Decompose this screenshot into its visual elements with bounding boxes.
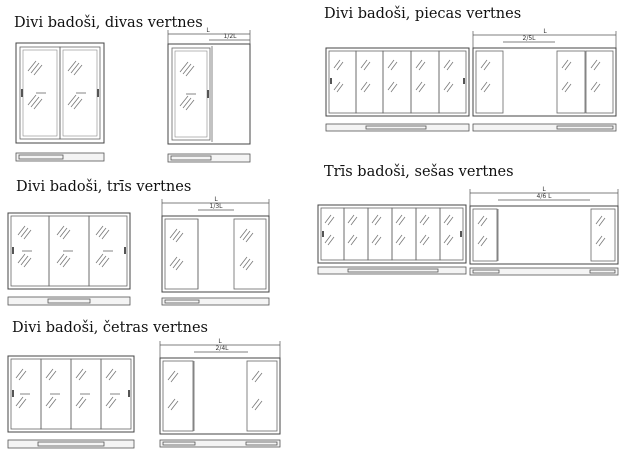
dim-part-three-sash: 1/3L [210, 203, 224, 210]
diagram-five-sash-open: L 2/5L [472, 28, 617, 132]
diagram-two-sash-closed [15, 42, 105, 162]
diagram-three-sash-closed [7, 212, 131, 306]
dim-total-two-sash: L [206, 27, 210, 34]
section-title-five-sash: Divi badoši, piecas vertnes [324, 6, 522, 22]
section-title-two-sash: Divi badoši, divas vertnes [14, 15, 203, 31]
dim-total-five-sash: L [543, 28, 547, 35]
diagram-four-sash-closed [7, 355, 135, 449]
diagram-four-sash-open: L 2/4L [159, 338, 281, 448]
diagram-three-sash-open: L 1/3L [161, 196, 270, 306]
section-title-four-sash: Divi badoši, četras vertnes [12, 320, 208, 336]
diagram-two-sash-open: L 1/2L [167, 27, 251, 163]
section-title-three-sash: Divi badoši, trīs vertnes [16, 179, 192, 195]
dim-total-three-sash: L [214, 196, 218, 203]
dim-part-five-sash: 2/5L [523, 35, 537, 42]
diagram-six-sash-closed [317, 204, 467, 275]
dim-part-four-sash: 2/4L [216, 345, 230, 352]
diagram-six-sash-open: L 4/6 L [469, 186, 619, 276]
dim-part-six-sash: 4/6 L [537, 193, 553, 200]
dim-total-four-sash: L [218, 338, 222, 345]
section-title-six-sash: Trīs badoši, sešas vertnes [324, 164, 514, 180]
diagram-five-sash-closed [325, 47, 470, 132]
dim-total-six-sash: L [542, 186, 546, 193]
dim-part-two-sash: 1/2L [224, 33, 238, 40]
